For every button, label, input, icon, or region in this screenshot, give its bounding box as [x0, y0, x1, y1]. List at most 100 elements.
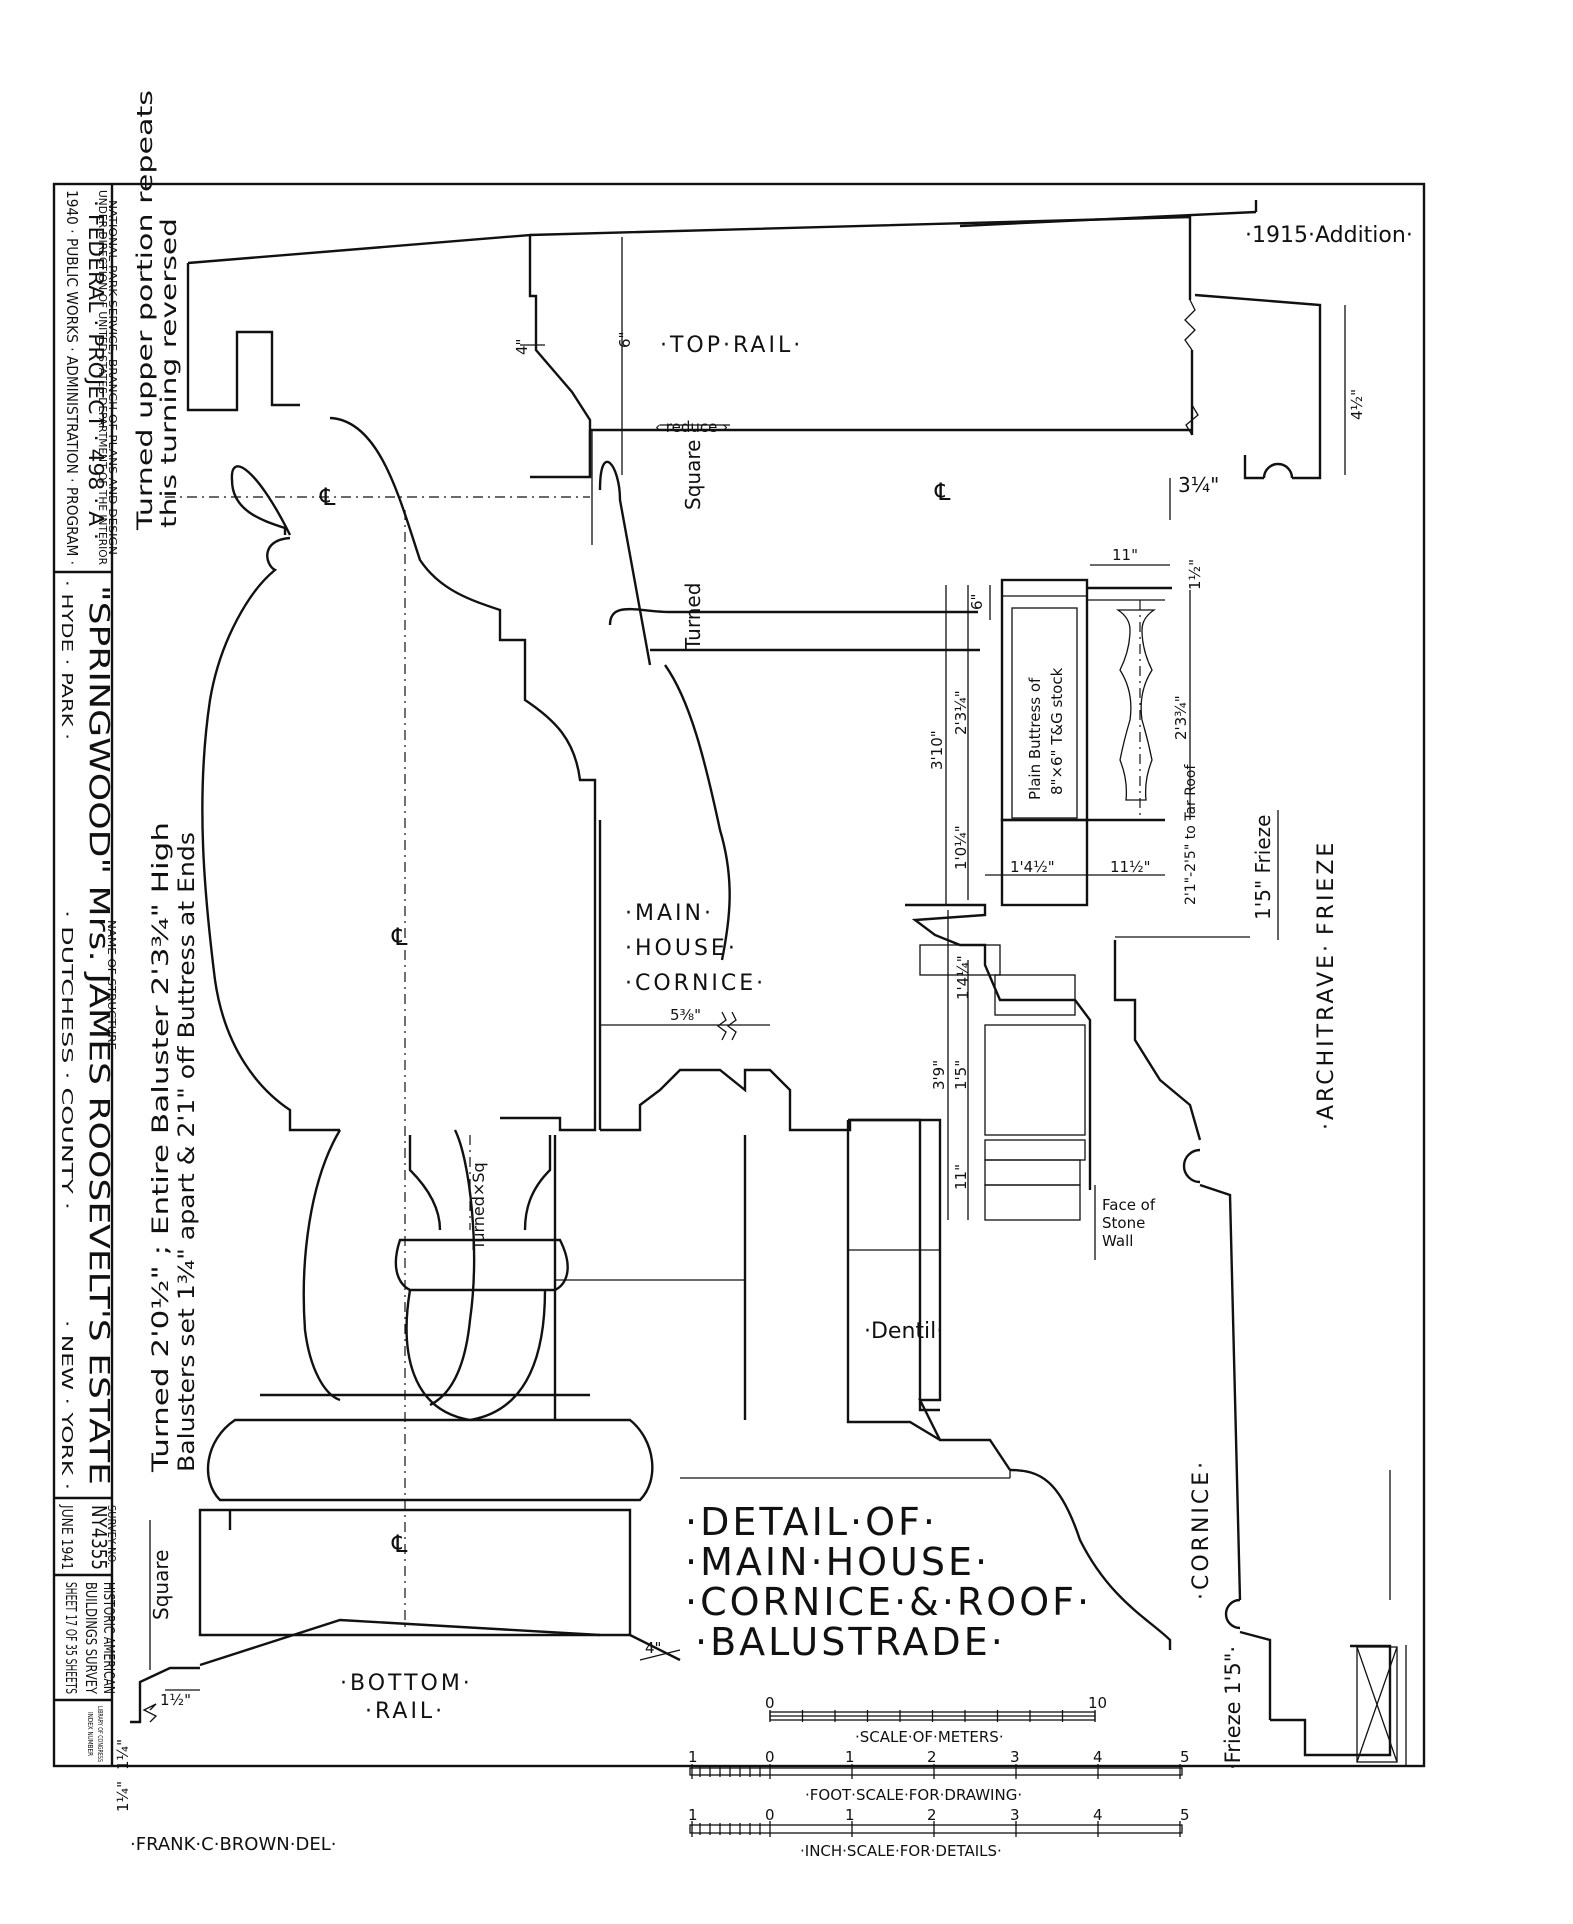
right-cornice-profile — [1113, 810, 1407, 1765]
dim-el-1-5: 1½" — [1186, 559, 1204, 590]
large-baluster-profile — [130, 416, 681, 1724]
dim-el-11-half: 11½" — [1110, 858, 1151, 876]
title-line-3: ·CORNICE·&·ROOF· — [685, 1580, 1092, 1624]
centerline-mark-2: ℄ — [391, 923, 408, 951]
dim-el-6: 6" — [968, 594, 986, 610]
sheet-number: SHEET 17 OF 35 SHEETS — [62, 1582, 80, 1694]
direction-line-2: NATIONAL PARK SERVICE, BRANCH OF PLANS A… — [106, 200, 119, 555]
repeat-note-1: Turned upper portion repeats — [133, 90, 157, 531]
dim-left-small-1: 1¼" — [114, 1739, 132, 1770]
dim-right-step: 3¼" — [1178, 473, 1219, 497]
dim-bottom-4: 4" — [645, 1639, 661, 1657]
face-stone-3: Wall — [1102, 1232, 1133, 1250]
inch-scale-label: ·INCH·SCALE·FOR·DETAILS· — [800, 1842, 1002, 1860]
main-house-3: ·CORNICE· — [625, 971, 766, 996]
inch-scale: ·INCH·SCALE·FOR·DETAILS· 1 0 1 2 3 4 5 — [688, 1806, 1190, 1860]
inch-tick-2: 2 — [927, 1806, 937, 1824]
baluster-note-2: Balusters set 1¾" apart & 2'1" off Buttr… — [175, 832, 200, 1472]
dim-el-2-3-a: 2'3¼" — [952, 690, 970, 735]
frieze-top-label: 1'5" Frieze — [1251, 815, 1275, 920]
frieze-vertical-label: FRIEZE — [1314, 840, 1339, 935]
survey-label: SURVEY NO. — [105, 1505, 118, 1565]
cornice-center — [598, 460, 980, 1412]
survey-date: JUNE 1941 — [58, 1504, 76, 1570]
foot-tick-5: 5 — [1180, 1748, 1190, 1766]
dim-el-2-3-b: 2'3¾" — [1172, 695, 1190, 740]
foot-tick-3: 3 — [1010, 1748, 1020, 1766]
survey-number: NY4355 — [87, 1505, 111, 1570]
inch-tick-5: 5 — [1180, 1806, 1190, 1824]
location-1: · HYDE · PARK · — [58, 580, 76, 740]
addition-label: ·1915·Addition· — [1245, 223, 1413, 248]
repeat-note-2: this turning reversed — [157, 218, 181, 528]
foot-scale: ·FOOT·SCALE·FOR·DRAWING· 1 0 1 2 3 4 5 — [688, 1748, 1190, 1804]
frieze-bottom-label: ·Frieze 1'5"· — [1221, 1646, 1245, 1770]
title-line-1: ·DETAIL·OF· — [685, 1500, 938, 1544]
dim-right-rail: 4½" — [1348, 389, 1366, 420]
top-rail-label: ·TOP·RAIL· — [660, 333, 803, 358]
inch-tick-1: 1 — [688, 1806, 698, 1824]
reduce-label: ‹ reduce › — [655, 418, 728, 436]
dim-el-11b: 11" — [952, 1164, 970, 1190]
habs-line-1: HISTORIC AMERICAN — [100, 1582, 118, 1694]
bottom-rail-2: ·RAIL· — [365, 1699, 445, 1724]
dentil-block — [680, 1118, 1172, 1650]
turned-label-top: Turned — [681, 583, 705, 651]
dim-bottom-1-half: 1½" — [160, 1691, 191, 1709]
face-stone-2: Stone — [1102, 1214, 1145, 1232]
inch-tick-3: 3 — [1010, 1806, 1020, 1824]
centerline-mark-1: ℄ — [319, 483, 336, 511]
location-3: · NEW · YORK · — [58, 1320, 76, 1490]
library-of-congress: LIBRARY OF CONGRESS — [96, 1706, 104, 1762]
baluster-notes: Turned upper portion repeats this turnin… — [133, 90, 200, 1473]
meter-zero: 0 — [765, 1694, 775, 1712]
square-label-top: Square — [681, 440, 705, 510]
title-line-4: ·BALUSTRADE· — [695, 1620, 1006, 1664]
architrave-label: ·ARCHITRAVE· — [1314, 942, 1339, 1130]
dim-el-roof: 2'1"-2'5" to Tar Roof — [1183, 764, 1199, 905]
top-rail-section — [186, 200, 1346, 545]
foot-tick-4: 4 — [1093, 1748, 1103, 1766]
dim-cornice-width: 5⅜" — [670, 1006, 701, 1024]
inch-tick-0: 0 — [765, 1806, 775, 1824]
program-text: 1940 · PUBLIC WORKS · ADMINISTRATION · P… — [63, 190, 81, 565]
direction-line-1: UNDER DIRECTION OF UNITED STATES DEPARTM… — [96, 190, 109, 565]
drawing-title: ·DETAIL·OF· ·MAIN·HOUSE· ·CORNICE·&·ROOF… — [685, 1500, 1092, 1664]
face-stone-1: Face of — [1102, 1196, 1156, 1214]
dim-el-1-5b: 1'5" — [952, 1060, 970, 1090]
turned-sq-label: Turned×Sq — [469, 1162, 488, 1251]
foot-scale-label: ·FOOT·SCALE·FOR·DRAWING· — [805, 1786, 1022, 1804]
plain-buttress-1: Plain Buttress of — [1026, 677, 1044, 800]
dim-top-left: 4" — [513, 339, 531, 355]
main-house-1: ·MAIN· — [625, 901, 714, 926]
foot-tick-0: 0 — [765, 1748, 775, 1766]
structure-name: "SPRINGWOOD" Mrs. JAMES ROOSEVELT'S ESTA… — [83, 585, 116, 1485]
cornice-vertical-label: ·CORNICE· — [1189, 1459, 1214, 1600]
baluster-note-1: Turned 2'0½" ; Entire Baluster 2'3¾" Hig… — [149, 822, 174, 1473]
index-number: INDEX NUMBER — [86, 1712, 94, 1756]
centerline-mark-4: ℄ — [934, 478, 951, 506]
habs-line-2: BUILDINGS SURVEY — [82, 1582, 100, 1695]
square-label-bottom: Square — [149, 1550, 173, 1620]
location-2: · DUTCHESS · COUNTY · — [58, 910, 76, 1210]
dim-el-11: 11" — [1112, 546, 1138, 564]
dim-left-small-2: 1¼" — [114, 1781, 132, 1812]
title-block: 1940 · PUBLIC WORKS · ADMINISTRATION · P… — [58, 190, 119, 1762]
small-turned-baluster — [394, 1135, 747, 1422]
bottom-rail-1: ·BOTTOM· — [340, 1671, 473, 1696]
inch-tick-4: 4 — [1093, 1806, 1103, 1824]
meter-ten: 10 — [1088, 1694, 1107, 1712]
plain-buttress-2: 8"×6" T&G stock — [1048, 667, 1066, 795]
dim-el-3-9: 3'9" — [930, 1060, 948, 1090]
foot-tick-1: 1 — [688, 1748, 698, 1766]
foot-tick-2: 2 — [927, 1748, 937, 1766]
dentil-label: ·Dentil· — [864, 1319, 943, 1344]
inch-tick-1b: 1 — [845, 1806, 855, 1824]
dim-el-1-4: 1'4½" — [1010, 858, 1055, 876]
credit-label: ·FRANK·C·BROWN·DEL· — [130, 1834, 336, 1855]
project-text: · FEDERAL · PROJECT · 498 · A · — [84, 200, 108, 540]
dim-el-1-0: 1'0¼" — [952, 825, 970, 870]
meter-scale-label: ·SCALE·OF·METERS· — [855, 1728, 1004, 1746]
dim-el-14: 1'4¼" — [954, 955, 972, 1000]
